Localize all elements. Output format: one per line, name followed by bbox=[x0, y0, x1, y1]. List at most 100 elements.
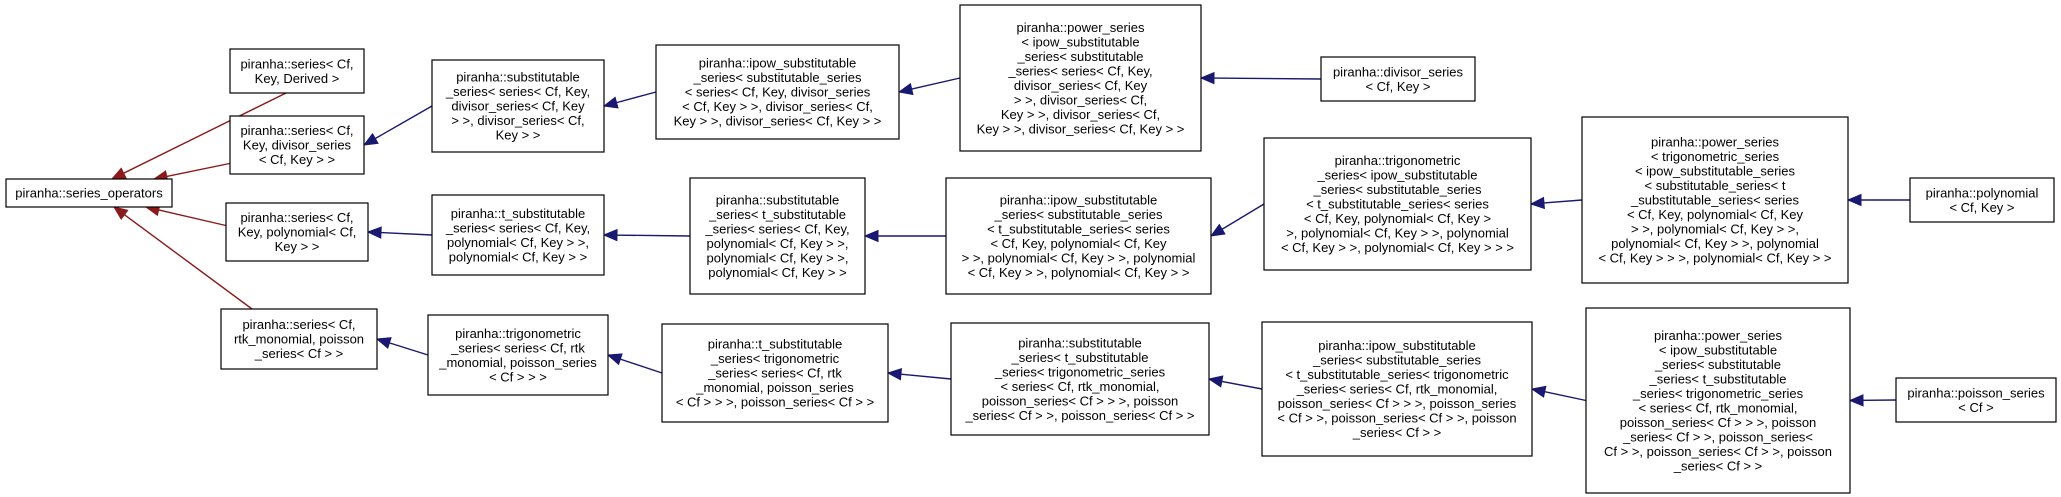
class-box[interactable] bbox=[220, 308, 378, 370]
edge-line bbox=[1221, 380, 1263, 390]
class-box[interactable] bbox=[959, 4, 1202, 152]
edge-line bbox=[124, 214, 253, 310]
class-box[interactable] bbox=[1261, 321, 1533, 457]
class-node-ipow-pois[interactable]: piranha::ipow_substitutable_series< subs… bbox=[1261, 321, 1533, 457]
class-label-line: piranha::substitutable bbox=[1018, 335, 1142, 350]
edge-arrowhead bbox=[1529, 196, 1545, 210]
class-node-ops[interactable]: piranha::series_operators bbox=[5, 178, 173, 208]
class-label-line: _series< Cf > >, poisson_series< bbox=[1622, 429, 1813, 444]
class-node-poly[interactable]: piranha::polynomial< Cf, Key > bbox=[1909, 177, 2055, 223]
class-box[interactable] bbox=[431, 194, 605, 276]
class-label-line: < ipow_substitutable_series bbox=[1635, 164, 1796, 179]
class-node-ipow-poly[interactable]: piranha::ipow_substitutable_series< subs… bbox=[945, 177, 1212, 295]
edge-line bbox=[1544, 391, 1587, 402]
class-label-line: Key, divisor_series bbox=[243, 138, 352, 153]
class-label-line: rtk_monomial, poisson bbox=[234, 332, 364, 347]
class-label-line: Key > >, divisor_series< Cf, Key > > bbox=[674, 114, 882, 129]
class-box[interactable] bbox=[1263, 137, 1532, 271]
class-label-line: < Cf, Key, polynomial< Cf, Key > bbox=[1304, 211, 1491, 226]
class-label-line: < Cf, Key > bbox=[1949, 200, 2014, 215]
class-box[interactable] bbox=[1895, 377, 2057, 423]
class-node-div[interactable]: piranha::divisor_series< Cf, Key > bbox=[1320, 56, 1476, 102]
class-box[interactable] bbox=[661, 323, 889, 423]
edge-arrowhead bbox=[1530, 385, 1547, 398]
class-label-line: _series< Cf > >, poisson_series< Cf > > bbox=[964, 408, 1194, 423]
class-node-sub-pois[interactable]: piranha::substitutable_series< t_substit… bbox=[950, 322, 1210, 436]
class-node-s-div[interactable]: piranha::series< Cf,Key, divisor_series<… bbox=[229, 115, 365, 175]
class-box[interactable] bbox=[1320, 56, 1476, 102]
class-label-line: _series< Cf > > bbox=[1673, 458, 1763, 473]
edge-arrowhead bbox=[863, 229, 879, 243]
edge-arrowhead bbox=[606, 353, 623, 366]
class-box[interactable] bbox=[1581, 116, 1849, 284]
class-box[interactable] bbox=[1909, 177, 2055, 223]
class-label-line: _series< series< Cf, rtk bbox=[707, 366, 842, 381]
class-label-line: divisor_series< Cf, Key bbox=[1014, 78, 1148, 93]
class-label-line: piranha::power_series bbox=[1017, 20, 1145, 35]
class-box[interactable] bbox=[1585, 307, 1851, 494]
class-label-line: _series< substitutable_series bbox=[993, 207, 1163, 222]
class-label-line: _series< substitutable bbox=[1016, 49, 1143, 64]
class-node-trig-pois[interactable]: piranha::trigonometric_series< series< C… bbox=[427, 314, 609, 396]
edge-arrowhead bbox=[602, 96, 619, 109]
class-label-line: poisson_series< Cf > > >, poisson bbox=[1620, 415, 1817, 430]
class-label-line: piranha::series< Cf, bbox=[242, 317, 355, 332]
edge-arrowhead bbox=[602, 228, 618, 242]
edge-line bbox=[166, 162, 233, 178]
class-node-s-poly[interactable]: piranha::series< Cf,Key, polynomial< Cf,… bbox=[225, 202, 369, 262]
edge-arrowhead bbox=[112, 206, 129, 221]
edge-arrowhead bbox=[897, 82, 914, 96]
class-label-line: < t_substitutable_series< series bbox=[1306, 197, 1489, 212]
inheritance-edge bbox=[606, 353, 663, 374]
class-node-sub-div[interactable]: piranha::substitutable_series< series< C… bbox=[431, 59, 605, 153]
class-label-line: polynomial< Cf, Key > > bbox=[708, 265, 846, 280]
class-box[interactable] bbox=[689, 177, 866, 295]
class-node-tsub-pois[interactable]: piranha::t_substitutable_series< trigono… bbox=[661, 323, 889, 423]
class-label-line: piranha::power_series bbox=[1651, 135, 1779, 150]
class-label-line: piranha::series_operators bbox=[15, 186, 163, 201]
class-box[interactable] bbox=[229, 48, 365, 94]
inheritance-edge bbox=[1209, 203, 1265, 237]
class-label-line: < Cf, Key > > bbox=[259, 152, 335, 167]
class-box[interactable] bbox=[229, 115, 365, 175]
class-box[interactable] bbox=[427, 314, 609, 396]
class-box[interactable] bbox=[950, 322, 1210, 436]
class-label-line: _series< series< Cf, rtk bbox=[450, 340, 585, 355]
inheritance-edge bbox=[1207, 375, 1263, 390]
class-node-sub-poly[interactable]: piranha::substitutable_series< t_substit… bbox=[689, 177, 866, 295]
class-box[interactable] bbox=[655, 44, 900, 140]
class-node-s-pois[interactable]: piranha::series< Cf,rtk_monomial, poisso… bbox=[220, 308, 378, 370]
edge-arrowhead bbox=[1207, 375, 1224, 388]
class-label-line: _series< Cf > > bbox=[1352, 425, 1442, 440]
class-label-line: < ipow_substitutable bbox=[1659, 342, 1777, 357]
class-node-tsub-poly[interactable]: piranha::t_substitutable_series< series<… bbox=[431, 194, 605, 276]
class-label-line: piranha::series< Cf, bbox=[240, 56, 353, 71]
class-label-line: piranha::substitutable bbox=[716, 192, 840, 207]
class-label-line: Key, polynomial< Cf, bbox=[238, 225, 357, 240]
edge-line bbox=[158, 209, 229, 227]
class-label-line: < Cf > bbox=[1958, 400, 1993, 415]
inheritance-edge bbox=[602, 91, 657, 109]
class-label-line: < series< Cf, Key, divisor_series bbox=[685, 85, 871, 100]
class-label-line: poisson_series< Cf > > >, poisson_series bbox=[1278, 396, 1517, 411]
inheritance-edge bbox=[375, 337, 429, 356]
class-node-trig-poly[interactable]: piranha::trigonometric_series< ipow_subs… bbox=[1263, 137, 1532, 271]
class-label-line: piranha::t_substitutable bbox=[451, 206, 585, 221]
class-label-line: _series< series< Cf, rtk_monomial, bbox=[1296, 382, 1498, 397]
inheritance-edge bbox=[863, 229, 946, 243]
class-box[interactable] bbox=[5, 178, 173, 208]
class-node-s-der[interactable]: piranha::series< Cf,Key, Derived > bbox=[229, 48, 365, 94]
class-box[interactable] bbox=[945, 177, 1212, 295]
class-node-pow-div[interactable]: piranha::power_series< ipow_substitutabl… bbox=[959, 4, 1202, 152]
class-node-pow-pois[interactable]: piranha::power_series< ipow_substitutabl… bbox=[1585, 307, 1851, 494]
class-box[interactable] bbox=[431, 59, 605, 153]
class-label-line: piranha::polynomial bbox=[1926, 185, 2039, 200]
class-node-pow-poly[interactable]: piranha::power_series< trigonometric_ser… bbox=[1581, 116, 1849, 284]
inheritance-edge bbox=[897, 77, 961, 96]
edge-arrowhead bbox=[1846, 193, 1862, 207]
class-node-ipow-div[interactable]: piranha::ipow_substitutable_series< subs… bbox=[655, 44, 900, 140]
class-node-pois[interactable]: piranha::poisson_series< Cf > bbox=[1895, 377, 2057, 423]
class-box[interactable] bbox=[225, 202, 369, 262]
class-label-line: _series< substitutable_series bbox=[692, 70, 862, 85]
class-label-line: < series< Cf, rtk_monomial, bbox=[1639, 400, 1798, 415]
